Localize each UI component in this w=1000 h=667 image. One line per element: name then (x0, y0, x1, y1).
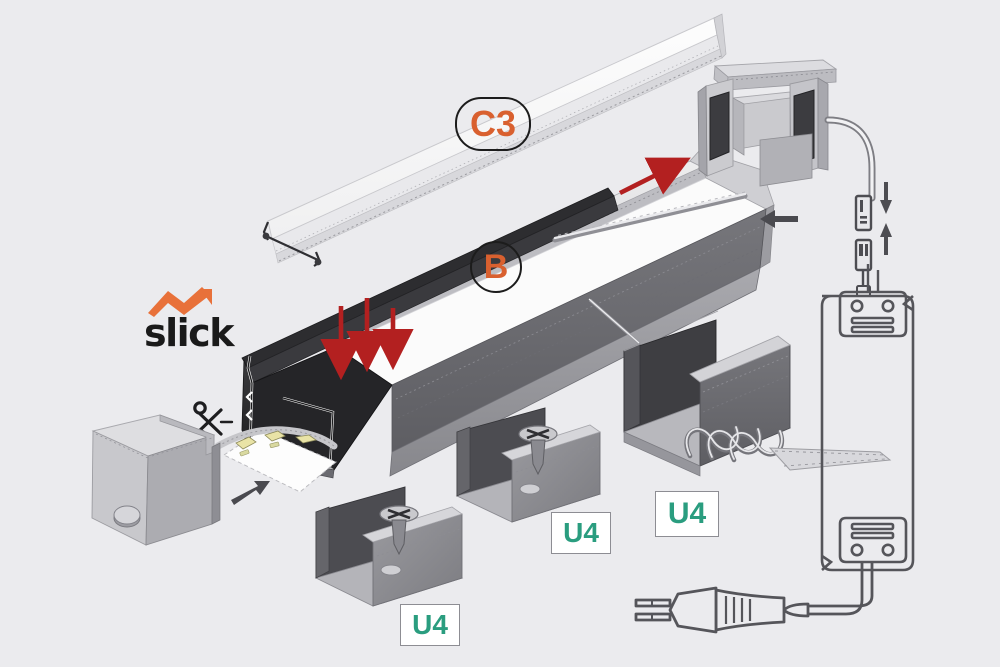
action-arrows-press-down (320, 298, 414, 381)
callout-b-label: B (483, 248, 509, 286)
callout-u4-middle-label: U4 (563, 517, 599, 548)
callout-c3: C3 (455, 97, 531, 151)
part-mains-plug (634, 562, 874, 634)
part-end-cap-with-cable (552, 59, 876, 243)
callout-u4-left: U4 (400, 604, 460, 646)
callout-c3-label: C3 (469, 103, 517, 144)
connector-mate-arrows (880, 182, 892, 255)
callout-u4-right-label: U4 (667, 497, 707, 530)
callout-b: B (470, 241, 522, 293)
brand-wordmark: slick (144, 311, 234, 355)
part-bracket-left (314, 486, 464, 607)
callout-u4-right: U4 (655, 491, 719, 537)
action-arrow-slide (618, 157, 691, 196)
slick-chevron-arrow-icon (148, 287, 212, 317)
screw-icon (379, 505, 419, 556)
callout-u4-middle: U4 (551, 512, 611, 554)
callout-u4-left-label: U4 (412, 609, 448, 640)
action-arrow-push-cap (760, 210, 798, 228)
screw-icon (518, 425, 558, 476)
part-led-driver (820, 264, 915, 572)
part-channel-section-with-cable (588, 298, 892, 477)
brand-logo: slick (140, 285, 250, 360)
part-led-strip (214, 426, 338, 493)
action-arrow-insert-end-cap (231, 481, 270, 505)
part-end-cap-plain (91, 414, 221, 546)
part-diffuser-c3 (262, 13, 727, 267)
part-bracket-middle (455, 407, 602, 523)
